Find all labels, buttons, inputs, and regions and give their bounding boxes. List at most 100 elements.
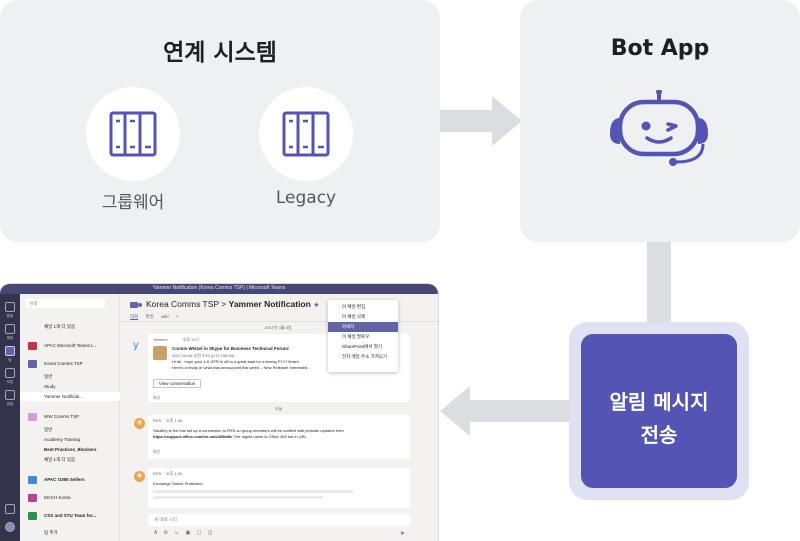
rail-label-teams: 팀 <box>8 358 12 362</box>
sidebar-channel-selected[interactable]: Yammer Notificati... <box>20 392 120 401</box>
team-avatar <box>28 512 37 520</box>
today-divider: 오늘 <box>275 406 283 411</box>
sidebar-channel[interactable]: Academy Training <box>44 437 81 442</box>
menu-item-follow-channel[interactable]: 이 채널 팔로우 <box>342 334 370 339</box>
attach-icon[interactable]: ⊘ <box>163 530 168 536</box>
team-name: APAC Microsoft Teams L... <box>44 343 98 348</box>
channel-icon <box>130 302 142 308</box>
rss-icon: ◉ <box>134 418 145 429</box>
team-avatar <box>28 494 37 502</box>
teams-app-rail: 활동 채팅 팀 모임 파일 <box>0 294 20 541</box>
integration-panel: 연계 시스템 그룹웨어 Legacy <box>0 0 440 242</box>
menu-item-open-sharepoint[interactable]: SharePoint에서 열기 <box>342 344 383 349</box>
menu-item-edit-channel[interactable]: 이 채널 편집 <box>342 304 366 309</box>
sidebar-channel[interactable]: Best Practices_Blockers <box>44 447 97 452</box>
post-placeholder-line <box>153 496 323 499</box>
author-avatar <box>153 346 167 360</box>
date-divider: 2017년 4월 6일 <box>265 325 292 330</box>
emoji-icon[interactable]: ☺ <box>174 530 180 536</box>
rss-post-card: RSS 오후 1:00 Stealthy is the has set up a… <box>148 415 410 459</box>
teams-window-title: Yammer Notification (Korea Comms TSP) | … <box>152 285 286 291</box>
channel-tabs: 대화 파일 wiki + <box>130 314 185 320</box>
sidebar-channel[interactable]: 채널 1개 더 있음 <box>44 457 76 462</box>
team-name: APAC O365 Sellers <box>44 477 85 482</box>
search-input[interactable]: 검색 <box>25 299 105 308</box>
connector-bar <box>647 242 671 322</box>
team-breadcrumb[interactable]: Korea Comms TSP <box>146 299 219 309</box>
menu-item-delete-channel[interactable]: 이 채널 삭제 <box>342 314 366 319</box>
notification-line2: 전송 <box>640 423 678 447</box>
post-link[interactable]: https://support.office.com/en-us/o365bli… <box>153 434 307 439</box>
post-body-1: Stealthy is the has set up a connection … <box>153 428 344 433</box>
notification-box: 알림 메시지 전송 <box>581 334 737 488</box>
channel-name: Yammer Notification <box>228 299 311 309</box>
view-conversation-button[interactable]: View conversation <box>153 379 201 388</box>
new-conversation-input[interactable]: 새 대화 시작 <box>148 514 410 526</box>
sidebar-team[interactable]: Korea Comms TSP <box>20 358 120 370</box>
sidebar-channel[interactable]: Study <box>44 384 56 389</box>
legacy-server-icon <box>259 87 353 181</box>
tab-files[interactable]: 파일 <box>145 314 154 319</box>
team-avatar <box>28 342 37 350</box>
tab-add[interactable]: + <box>175 314 179 319</box>
help-icon[interactable] <box>5 504 15 514</box>
arrow-left-icon <box>440 386 570 436</box>
files-icon[interactable] <box>5 390 15 400</box>
menu-item-get-email[interactable]: 전자 메일 주소 가져오기 <box>342 354 388 359</box>
post-sender: RSS <box>153 471 162 476</box>
rss-post-card: RSS 오후 1:00 Exchange Online Protection <box>148 468 410 508</box>
sidebar-channel[interactable]: 일반 <box>44 427 53 432</box>
channel-title: Korea Comms TSP > Yammer Notification ★ … <box>146 299 335 309</box>
meetings-icon[interactable] <box>5 368 15 378</box>
yammer-logo-icon: y <box>133 340 139 350</box>
teams-titlebar: Yammer Notification (Korea Comms TSP) | … <box>0 284 438 294</box>
sidebar-more-channels[interactable]: 채널 1개 더 있음 <box>44 324 76 329</box>
tab-wiki[interactable]: wiki <box>161 314 169 319</box>
team-name: Korea Comms TSP <box>44 361 83 366</box>
sidebar-team[interactable]: APAC Microsoft Teams L... <box>20 340 120 352</box>
post-body-2: The digest name is Office 365 bot in URL <box>233 434 307 439</box>
team-name: MACH Korea <box>44 495 71 500</box>
compose-toolbar: A ⊘ ☺ ▣ ▢ ◫ <box>154 530 213 536</box>
gif-icon[interactable]: ▣ <box>185 530 191 536</box>
team-name: CSS and STU Team for... <box>44 513 97 518</box>
rail-label-activity: 활동 <box>6 314 14 318</box>
sidebar-team[interactable]: MACH Korea <box>20 492 120 504</box>
teams-window: Yammer Notification (Korea Comms TSP) | … <box>0 284 438 541</box>
team-avatar <box>28 360 37 368</box>
post-sender: RSS <box>153 418 162 423</box>
tab-conversations[interactable]: 대화 <box>130 314 139 320</box>
send-icon[interactable]: ➤ <box>400 531 406 537</box>
rail-label-meetings: 모임 <box>6 380 14 384</box>
reply-link[interactable]: 회신 <box>153 449 161 454</box>
arrow-right-icon <box>440 96 522 146</box>
sticker-icon[interactable]: ▢ <box>196 530 202 536</box>
meet-icon[interactable]: ◫ <box>207 530 213 536</box>
groupware-label: 그룹웨어 <box>101 193 165 213</box>
chat-icon[interactable] <box>5 324 15 334</box>
svg-text:y: y <box>133 340 139 350</box>
rail-label-files: 파일 <box>6 402 14 406</box>
robot-headset-icon <box>610 90 708 166</box>
bot-app-title: Bot App <box>610 36 710 61</box>
bot-app-panel: Bot App <box>520 0 800 242</box>
integration-title: 연계 시스템 <box>163 40 277 66</box>
sidebar-team[interactable]: WW Comms TSP <box>20 411 120 423</box>
join-team-button[interactable]: 팀 추가 <box>44 530 58 535</box>
post-link-url[interactable]: https://support.office.com/en-us/o365bli… <box>153 434 233 439</box>
avatar[interactable] <box>5 522 15 532</box>
sidebar-team[interactable]: CSS and STU Team for... <box>20 510 120 522</box>
menu-item-connectors[interactable]: 커넥터 <box>328 322 398 332</box>
sidebar-team[interactable]: APAC O365 Sellers <box>20 474 120 486</box>
groupware-server-icon <box>86 87 180 181</box>
post-time: 오후 1:00 <box>166 418 183 423</box>
format-icon[interactable]: A <box>154 530 158 536</box>
reply-link[interactable]: 회신 <box>153 395 161 400</box>
sidebar-channel[interactable]: 일반 <box>44 374 53 379</box>
teams-icon[interactable] <box>5 346 15 356</box>
activity-icon[interactable] <box>5 302 15 312</box>
team-avatar <box>28 413 37 421</box>
post-meta: 2017-04-06 오전 3:52 (UTC+09:00) <box>172 353 235 358</box>
favorite-star-icon[interactable]: ★ <box>313 302 320 309</box>
post-placeholder-line <box>153 490 353 493</box>
